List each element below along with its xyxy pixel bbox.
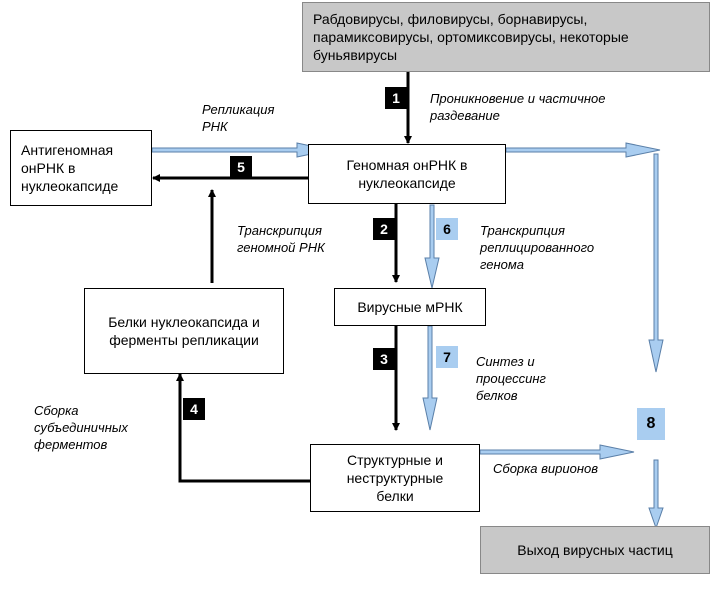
box-viruses-text: Рабдовирусы, филовирусы, борнавирусы, па… <box>313 11 629 63</box>
note-replication: Репликация РНК <box>202 102 275 134</box>
arrow-genomic-right <box>505 142 661 158</box>
box-genomic: Геномная онРНК в нуклеокапсиде <box>308 144 506 204</box>
note-step1: Проникновение и частичное раздевание <box>430 91 606 123</box>
arrow-replication <box>151 142 331 158</box>
step-badge-3: 3 <box>373 348 395 370</box>
note-assembly-virions: Сборка вирионов <box>493 461 599 476</box>
box-mrna: Вирусные мРНК <box>334 288 486 326</box>
box-nucleocapsid-proteins-text: Белки нуклеокапсида и ферменты репликаци… <box>108 314 260 348</box>
box-mrna-text: Вирусные мРНК <box>357 299 463 315</box>
box-structural-proteins: Структурные и неструктурные белки <box>310 444 480 512</box>
box-exit: Выход вирусных частиц <box>480 526 710 574</box>
arrow-assembly-virions <box>479 444 635 460</box>
step-badge-8: 8 <box>637 408 665 440</box>
arrow-step8-down <box>648 459 664 530</box>
note-assembly-subunit: Сборка субъединичных ферментов <box>34 403 128 452</box>
box-nucleocapsid-proteins: Белки нуклеокапсида и ферменты репликаци… <box>84 288 284 374</box>
box-antigenomic-text: Антигеномная онРНК в нуклеокапсиде <box>21 142 119 194</box>
arrow-step4 <box>176 373 310 483</box>
box-viruses: Рабдовирусы, филовирусы, борнавирусы, па… <box>302 2 710 72</box>
step-badge-2: 2 <box>373 218 395 240</box>
arrow-right-down <box>648 153 664 373</box>
step-badge-4: 4 <box>183 398 205 420</box>
box-genomic-text: Геномная онРНК в нуклеокапсиде <box>346 157 468 191</box>
box-exit-text: Выход вирусных частиц <box>517 542 673 558</box>
step-badge-7: 7 <box>436 346 458 368</box>
note-transcription-genomic: Транскрипция геномной РНК <box>237 223 325 255</box>
step-badge-1: 1 <box>385 87 407 109</box>
arrow-step7 <box>422 325 438 431</box>
step-badge-6: 6 <box>436 218 458 240</box>
note-synthesis: Синтез и процессинг белков <box>476 354 546 403</box>
box-antigenomic: Антигеномная онРНК в нуклеокапсиде <box>10 130 152 206</box>
note-transcription-replicated: Транскрипция реплицированного генома <box>480 223 595 272</box>
arrow-step6 <box>424 204 440 289</box>
step-badge-5: 5 <box>230 156 252 178</box>
box-structural-proteins-text: Структурные и неструктурные белки <box>346 452 444 504</box>
